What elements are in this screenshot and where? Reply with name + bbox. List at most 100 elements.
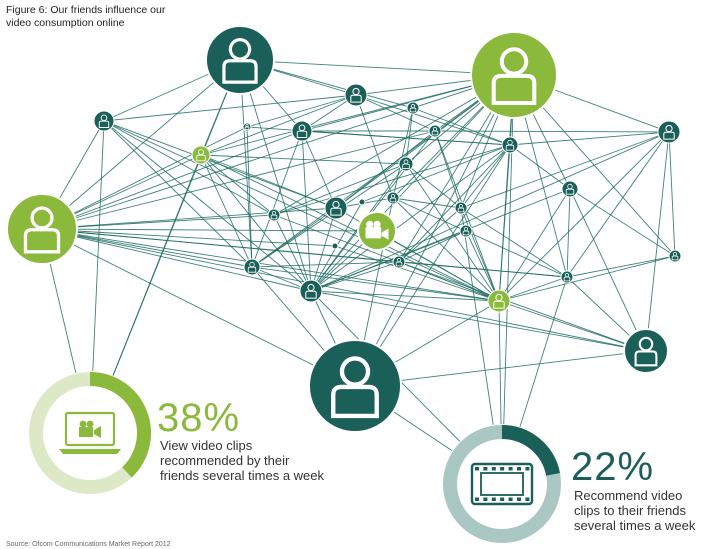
connection-line [405,163,500,302]
connection-line [310,131,670,292]
connection-line [103,120,275,216]
connection-line [301,130,312,292]
network-node [324,196,348,220]
person-icon [270,211,278,220]
connection-line [103,94,357,122]
connection-line [355,94,436,132]
connection-line [509,131,670,146]
connection-line [310,261,400,292]
connection-line [41,228,647,352]
person-icon [491,47,537,106]
film-strip-icon [470,462,534,506]
network-node [308,339,402,433]
connection-line [310,290,647,352]
person-icon [196,149,206,162]
connection-line [251,266,500,302]
connection-line [460,207,500,302]
stat-donuts [28,371,562,544]
video-camera-icon [365,220,389,240]
connection-line [434,130,500,302]
connection-line [392,107,414,199]
stat-1-donut-value [89,372,151,478]
stat-1-caption: View video clips recommended by their fr… [160,438,325,483]
connection-line [668,131,676,257]
network-node [299,279,323,303]
connection-line [273,214,312,292]
network-node [242,122,252,132]
connection-line [569,188,647,352]
connection-line [301,130,337,209]
connection-line [41,207,337,230]
person-icon [244,124,250,131]
connection-line [498,144,511,302]
stat-1-donut [28,371,152,495]
connection-line [246,126,253,268]
person-icon [305,283,317,299]
network-node [392,255,406,269]
connection-line [103,120,500,302]
network-node [398,156,414,172]
connection-line [41,228,378,232]
stat-1-percentage: 38% [157,396,241,440]
connection-line [566,131,670,278]
network-nodes [6,25,682,433]
connection-line [398,261,568,278]
person-icon [663,124,675,140]
network-node [501,136,519,154]
connection-line [246,126,511,146]
connection-line [200,154,407,165]
connection-line [239,59,515,76]
stat-2-donut-value [501,425,560,476]
connection-line [509,144,571,190]
connection-line [398,230,467,263]
stat-2-caption: Recommend video clips to their friends s… [574,488,696,533]
network-node [357,211,397,251]
person-icon [23,206,61,254]
connection-line [392,197,568,278]
laptop-video-icon [59,411,121,454]
connection-line [398,144,511,263]
connection-line [334,245,500,302]
connection-line [310,207,337,292]
connection-line [239,59,312,292]
person-icon [395,258,403,267]
network-node [291,120,313,142]
person-icon [296,124,308,138]
connection-line [273,163,407,216]
network-node [344,83,368,107]
connection-line [310,144,511,292]
person-icon [505,139,515,151]
connection-line [41,126,248,230]
connection-line [200,154,312,292]
person-icon [671,252,679,261]
person-icon [331,356,379,419]
stat-2-donut [442,424,562,544]
connection-line [566,255,676,278]
connection-line [41,59,241,230]
network-node [358,198,366,206]
network-node [459,224,473,238]
person-icon [493,293,505,309]
network-node [191,145,211,165]
connection-line [392,197,462,209]
person-icon [462,227,470,236]
connection-line [398,261,647,352]
person-icon [565,183,575,195]
connection-line [41,228,500,302]
person-icon [402,159,410,169]
connection-line [310,230,467,292]
network-node [470,31,558,119]
connection-line [103,120,253,268]
connection-line [398,261,500,302]
connection-line [405,107,414,165]
connection-line [200,74,515,156]
person-icon [350,87,362,103]
connection-line [405,163,462,209]
person-icon [330,200,342,216]
stat-2-percentage: 22% [571,445,655,489]
connection-line [200,94,357,156]
person-icon [98,114,110,128]
connection-line [460,131,670,209]
person-icon [222,38,258,84]
